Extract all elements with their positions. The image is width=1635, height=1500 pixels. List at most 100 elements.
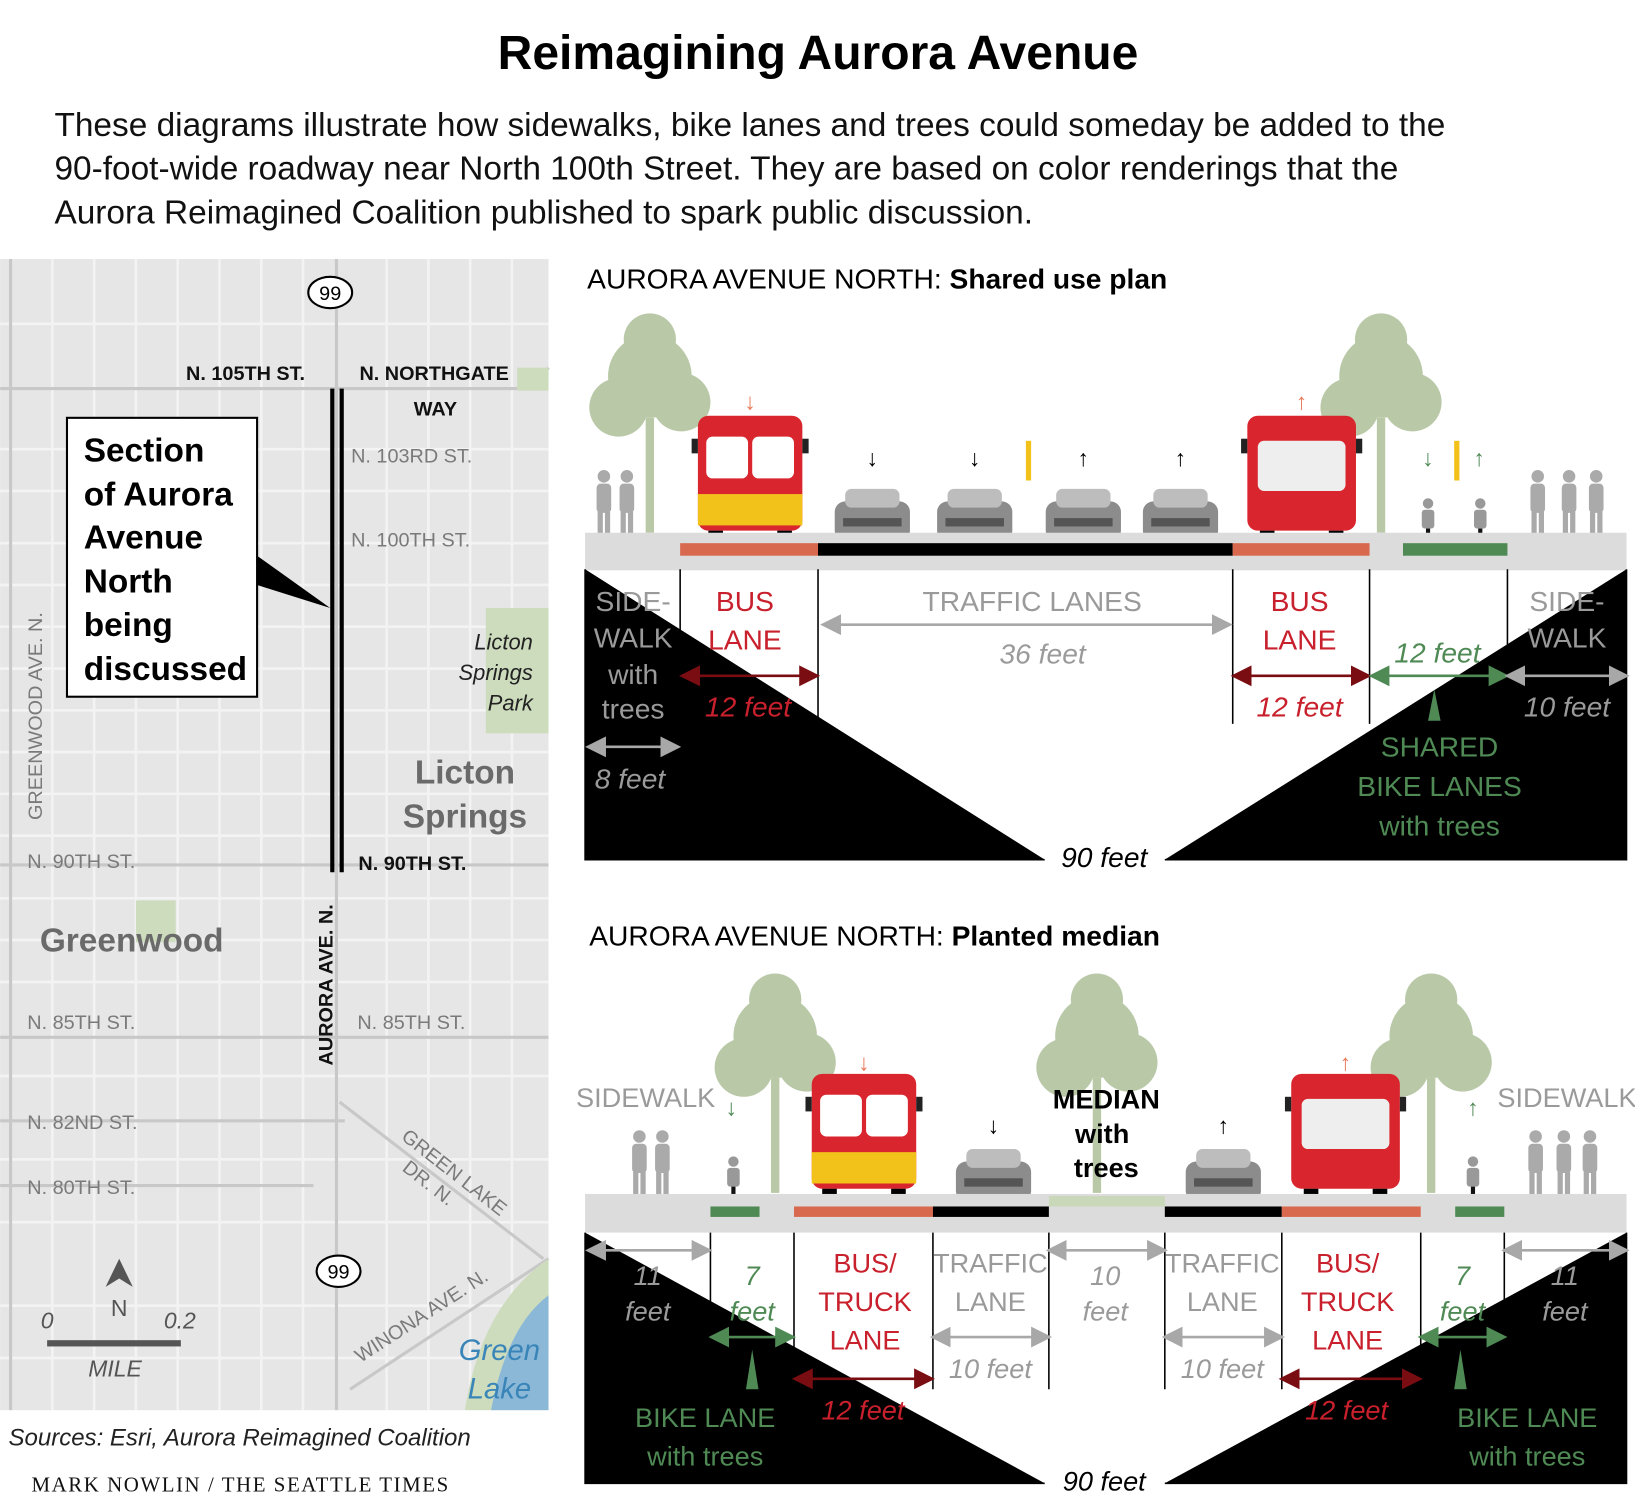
svg-text:TRAFFIC LANES: TRAFFIC LANES [923, 585, 1142, 617]
aurora-section-line [330, 388, 344, 873]
svg-text:↑: ↑ [1296, 388, 1307, 414]
street-label: AURORA AVE. N. [315, 904, 337, 1065]
scale-bar [47, 1340, 181, 1347]
svg-text:12 feet: 12 feet [1305, 1395, 1389, 1426]
svg-text:Lake: Lake [468, 1374, 531, 1406]
svg-text:feet: feet [1542, 1295, 1589, 1326]
scale-max: 0.2 [164, 1308, 196, 1334]
bike-lane-bar [710, 1206, 760, 1217]
svg-text:with trees: with trees [1468, 1441, 1585, 1472]
svg-text:↓: ↓ [867, 445, 878, 471]
svg-text:feet: feet [1440, 1295, 1487, 1326]
svg-text:BUS: BUS [716, 585, 774, 617]
svg-text:SHARED: SHARED [1381, 730, 1498, 762]
street-label: N. 100TH ST. [351, 529, 470, 551]
traffic-lane-bar [1164, 1206, 1282, 1217]
svg-text:↓: ↓ [744, 388, 755, 414]
scale-zero: 0 [41, 1308, 54, 1334]
svg-text:LANE: LANE [1312, 1325, 1383, 1356]
svg-text:WALK: WALK [594, 622, 673, 654]
svg-text:↑: ↑ [1175, 445, 1186, 471]
svg-text:being: being [84, 607, 173, 644]
svg-text:BUS: BUS [1271, 585, 1329, 617]
svg-text:↑: ↑ [1218, 1112, 1229, 1138]
svg-text:90 feet: 90 feet [1061, 841, 1148, 873]
svg-text:with trees: with trees [1378, 810, 1500, 842]
svg-text:7: 7 [1455, 1260, 1471, 1291]
svg-text:Section: Section [84, 433, 205, 470]
svg-text:with: with [607, 658, 658, 690]
north-arrow-icon [105, 1258, 133, 1287]
svg-text:8 feet: 8 feet [595, 763, 667, 795]
street-label: N. 90TH ST. [358, 853, 466, 875]
svg-text:Park: Park [488, 690, 534, 715]
svg-text:SIDEWALK: SIDEWALK [1497, 1082, 1635, 1113]
svg-text:LANE: LANE [708, 624, 782, 656]
svg-text:Avenue: Avenue [84, 519, 203, 556]
street-label: WAY [414, 399, 457, 421]
park-label: Licton Springs Park [459, 630, 534, 716]
svg-text:12 feet: 12 feet [1256, 691, 1343, 723]
street-label: N. 82ND ST. [27, 1112, 137, 1134]
street-label: N. 80TH ST. [27, 1177, 135, 1199]
north-label: N [111, 1295, 128, 1321]
scale-unit: MILE [88, 1356, 142, 1382]
svg-text:11: 11 [1551, 1260, 1579, 1291]
svg-text:WALK: WALK [1528, 622, 1607, 654]
svg-text:12 feet: 12 feet [1394, 636, 1481, 668]
svg-text:discussed: discussed [84, 651, 247, 688]
neighborhood-licton-springs: Licton Springs [403, 754, 527, 835]
bus-lane-bar [1232, 543, 1370, 556]
svg-text:with: with [1074, 1118, 1129, 1149]
svg-text:North: North [84, 563, 173, 600]
svg-text:↓: ↓ [969, 445, 980, 471]
svg-text:trees: trees [602, 693, 665, 725]
svg-text:Springs: Springs [403, 798, 527, 835]
shared-use-plan: AURORA AVENUE NORTH: Shared use plan ↓↑↓… [584, 262, 1630, 873]
street-label: GREENWOOD AVE. N. [25, 612, 47, 820]
svg-text:LANE: LANE [955, 1286, 1026, 1317]
svg-text:feet: feet [625, 1295, 672, 1326]
page-title: Reimagining Aurora Avenue [498, 27, 1139, 80]
plan2-heading: AURORA AVENUE NORTH: Planted median [589, 919, 1160, 951]
median-bar [1048, 1196, 1165, 1207]
svg-text:feet: feet [1083, 1295, 1130, 1326]
route-99-shield-bottom [315, 1254, 362, 1288]
svg-text:12 feet: 12 feet [705, 691, 792, 723]
street-label: N. 90TH ST. [27, 851, 135, 873]
callout-box [65, 416, 259, 698]
svg-text:Licton: Licton [415, 754, 515, 791]
route-99-label: 99 [319, 283, 341, 305]
svg-text:10: 10 [1090, 1260, 1120, 1291]
locator-map: 99 99 N. 105TH ST. N. NORTHGATE WAY N. 1… [0, 259, 550, 1411]
street-label: N. 85TH ST. [27, 1012, 135, 1034]
svg-text:↓: ↓ [1422, 445, 1433, 471]
bus-lane-bar [1281, 1206, 1421, 1217]
route-99-label: 99 [328, 1262, 350, 1284]
svg-text:7: 7 [745, 1260, 761, 1291]
svg-text:LANE: LANE [1263, 624, 1337, 656]
svg-text:TRUCK: TRUCK [1301, 1286, 1394, 1317]
svg-text:↑: ↑ [1473, 445, 1484, 471]
callout-text: Section of Aurora Avenue North being dis… [84, 433, 247, 688]
svg-text:TRAFFIC: TRAFFIC [1165, 1247, 1280, 1278]
planted-median-plan: AURORA AVENUE NORTH: Planted median ↓ ↑ ↓ ↑… [576, 919, 1635, 1496]
svg-text:feet: feet [730, 1295, 777, 1326]
svg-text:LANE: LANE [830, 1325, 901, 1356]
traffic-lane-bar [818, 543, 1233, 556]
credit: MARK NOWLIN / THE SEATTLE TIMES [31, 1473, 449, 1497]
svg-text:90 feet: 90 feet [1063, 1466, 1147, 1497]
svg-text:BIKE LANES: BIKE LANES [1357, 770, 1522, 802]
svg-text:Springs: Springs [459, 660, 533, 685]
svg-text:BIKE LANE: BIKE LANE [1457, 1402, 1597, 1433]
svg-text:↓: ↓ [858, 1050, 869, 1076]
svg-text:of Aurora: of Aurora [84, 477, 234, 514]
traffic-lane-bar [932, 1206, 1049, 1217]
svg-text:↓: ↓ [988, 1112, 999, 1138]
street-label: N. NORTHGATE [359, 363, 508, 385]
svg-text:BUS/: BUS/ [1316, 1247, 1380, 1278]
svg-text:with trees: with trees [646, 1441, 763, 1472]
svg-text:↑: ↑ [1467, 1095, 1478, 1121]
svg-text:LANE: LANE [1187, 1286, 1258, 1317]
